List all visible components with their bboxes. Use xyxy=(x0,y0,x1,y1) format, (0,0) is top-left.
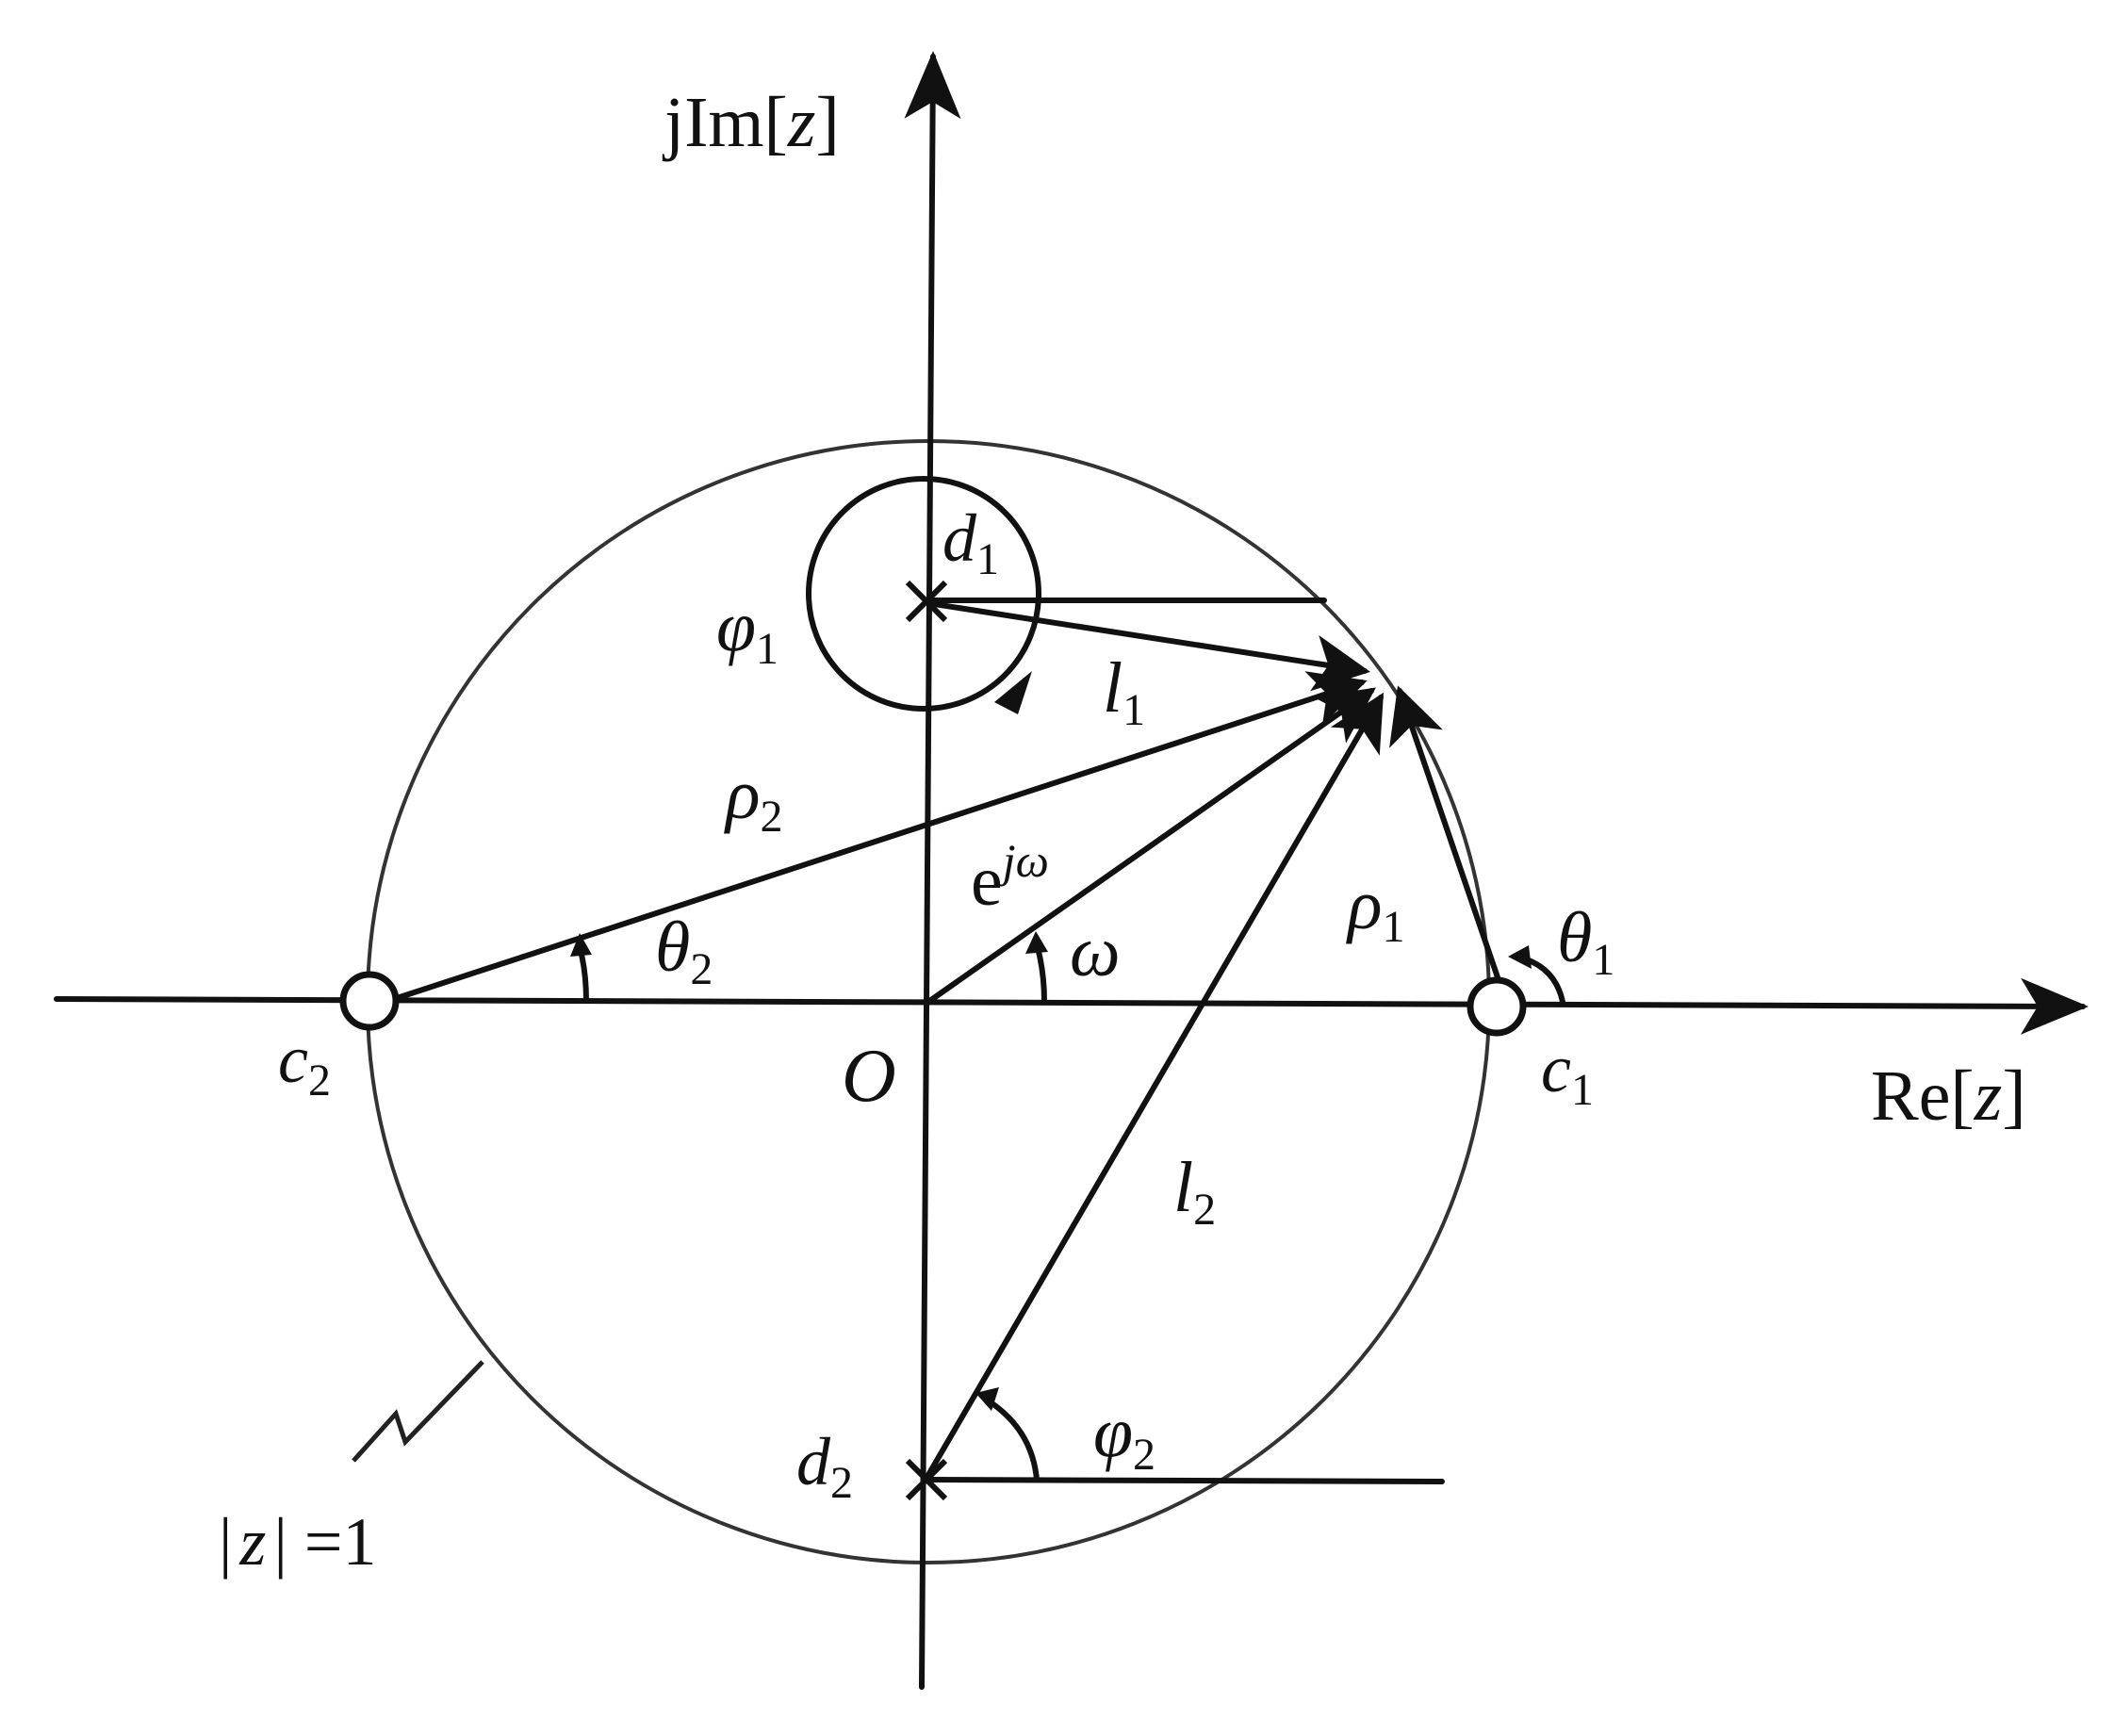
phi2-arc xyxy=(982,1396,1040,1482)
l1-label: l1 xyxy=(1103,648,1145,735)
omega-label: ω xyxy=(1070,912,1121,991)
zero-c2 xyxy=(339,971,400,1031)
unit-circle-pointer xyxy=(352,1360,484,1463)
c2-label: c2 xyxy=(278,1022,331,1105)
imag-axis-label: jIm[z] xyxy=(662,83,840,162)
omega-arc xyxy=(1034,942,1047,1005)
c1-label: c1 xyxy=(1541,1031,1594,1115)
d2-reference-line xyxy=(924,1477,1445,1484)
phi1-circle-arrow-icon xyxy=(994,671,1032,714)
d1-label: d1 xyxy=(942,500,999,584)
pole-d2 xyxy=(905,1458,948,1501)
phi2-label: φ2 xyxy=(1093,1393,1155,1480)
omega-arc-arrow-icon xyxy=(1025,931,1048,954)
zero-c1 xyxy=(1467,976,1527,1037)
theta2-label: θ2 xyxy=(655,908,713,994)
vector-rho2 xyxy=(385,671,1368,1004)
phi1-label: φ1 xyxy=(716,587,778,674)
vector-rho1 xyxy=(1389,685,1501,983)
imaginary-axis xyxy=(904,51,961,1690)
d2-label: d2 xyxy=(796,1424,853,1508)
phi2-arc-arrow-icon xyxy=(975,1387,999,1411)
l2-label: l2 xyxy=(1173,1148,1216,1235)
unit-circle-label: |z| =1 xyxy=(219,1504,376,1580)
unit-vector-label: ejω xyxy=(971,834,1049,921)
rho2-label: ρ2 xyxy=(724,755,782,842)
vector-unit xyxy=(926,687,1376,1005)
rho1-label: ρ1 xyxy=(1346,865,1404,952)
real-axis-label: Re[z] xyxy=(1871,1056,2026,1136)
phi1-angle-circle xyxy=(806,476,1041,712)
theta1-label: θ1 xyxy=(1557,898,1614,985)
theta1-arc-arrow-icon xyxy=(1508,945,1532,969)
origin-label: O xyxy=(842,1035,896,1118)
vector-l1 xyxy=(926,600,1370,692)
theta2-arc-arrow-icon xyxy=(570,933,592,957)
pole-d1 xyxy=(905,580,948,623)
vector-l2 xyxy=(926,692,1385,1478)
